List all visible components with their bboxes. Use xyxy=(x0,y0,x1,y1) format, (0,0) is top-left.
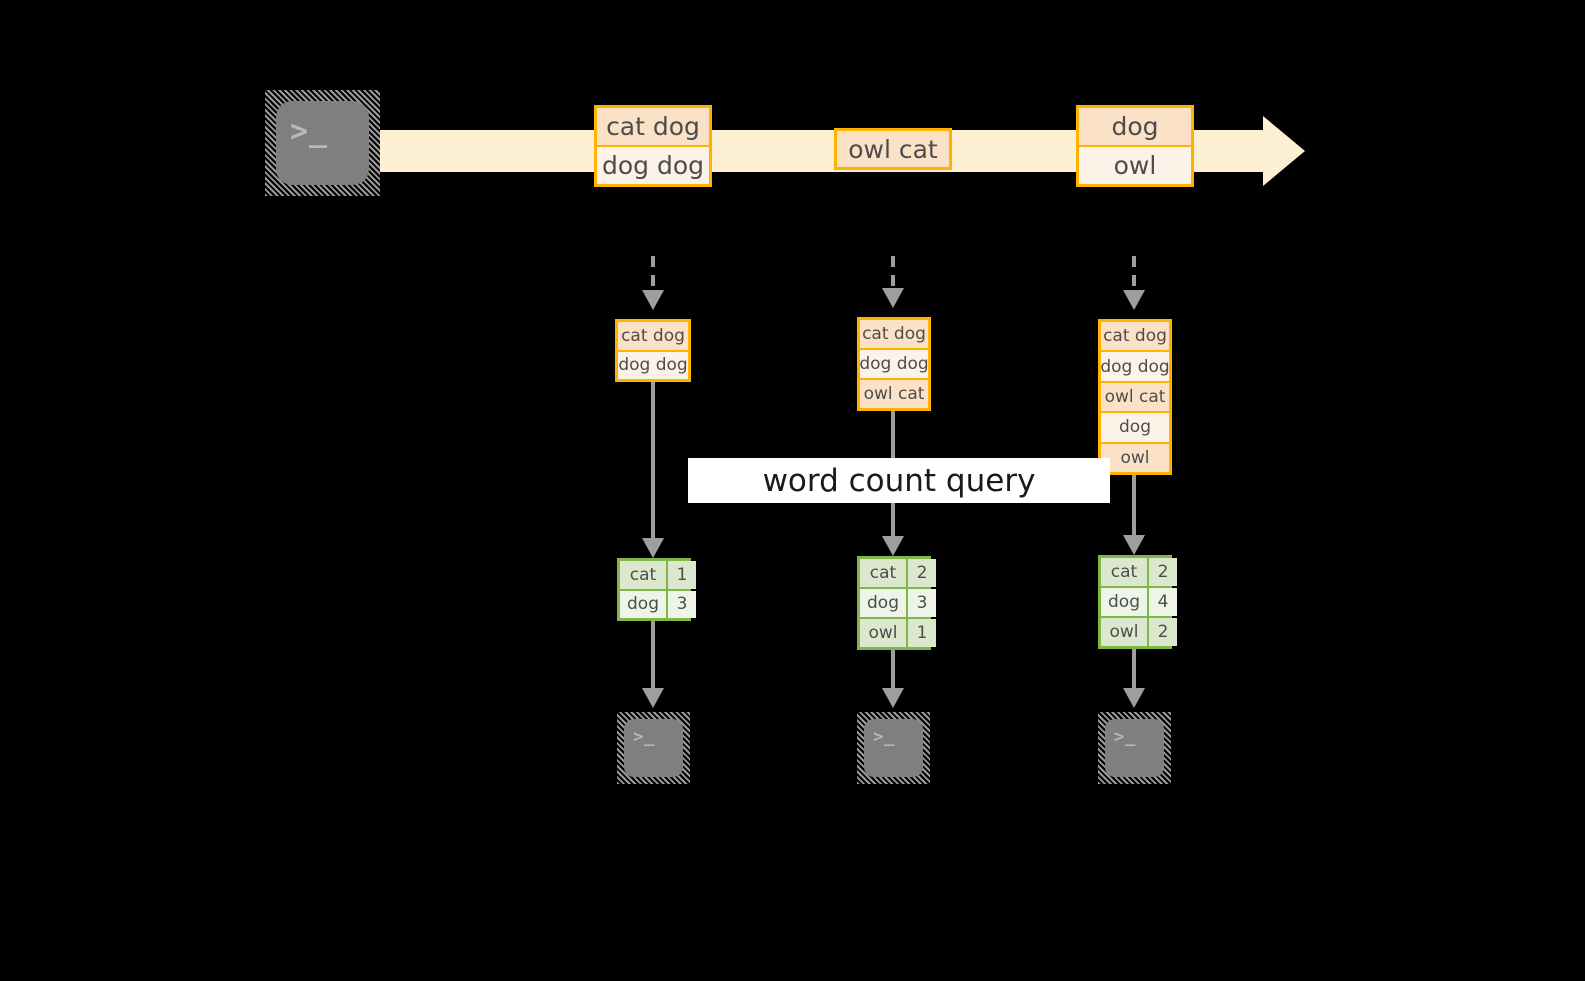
table-row: dog 4 xyxy=(1101,588,1177,616)
sink-flow-arrowhead-3 xyxy=(1123,688,1145,708)
record-line: dog dog xyxy=(859,350,929,378)
sink-flow-line-3 xyxy=(1132,649,1136,690)
stream-tap-arrowhead-3 xyxy=(1123,290,1145,310)
table-row: owl 1 xyxy=(860,619,936,647)
terminal-screen: >_ xyxy=(1105,719,1164,777)
stream-record-1: cat dog dog dog xyxy=(594,105,712,187)
result-count: 1 xyxy=(908,619,936,647)
record-line: owl cat xyxy=(860,380,928,408)
record-line: cat dog xyxy=(860,320,928,348)
accumulated-records-2: cat dog dog dog owl cat xyxy=(857,317,931,411)
table-row: cat 2 xyxy=(860,559,936,587)
record-line: owl xyxy=(1101,443,1169,473)
record-line: dog dog xyxy=(1100,352,1170,381)
sink-flow-arrowhead-2 xyxy=(882,688,904,708)
record-line: dog xyxy=(1101,413,1169,442)
table-row: cat 1 xyxy=(620,561,696,589)
record-line: cat dog xyxy=(618,322,688,350)
sink-flow-line-1 xyxy=(651,621,655,689)
record-line: dog dog xyxy=(618,351,688,379)
stream-tap-line-3 xyxy=(1132,256,1136,292)
table-row: dog 3 xyxy=(620,590,696,618)
query-label-text: word count query xyxy=(762,462,1036,499)
sink-terminal-icon-2[interactable]: >_ xyxy=(857,712,930,784)
result-count: 3 xyxy=(668,590,696,618)
accumulated-records-3: cat dog dog dog owl cat dog owl xyxy=(1098,319,1172,475)
stream-arrow-head xyxy=(1263,116,1305,186)
stream-tap-line-1 xyxy=(651,256,655,292)
result-count: 2 xyxy=(908,559,936,587)
record-line: owl cat xyxy=(837,131,949,167)
result-table-3: cat 2 dog 4 owl 2 xyxy=(1098,555,1177,649)
terminal-screen: >_ xyxy=(864,719,923,777)
terminal-screen: >_ xyxy=(276,101,369,185)
terminal-prompt-glyph: >_ xyxy=(873,727,896,747)
result-word: cat xyxy=(620,561,666,589)
terminal-prompt-glyph: >_ xyxy=(290,114,329,149)
record-line: owl cat xyxy=(1101,382,1169,412)
stream-tap-line-2 xyxy=(891,256,895,290)
accumulated-records-1: cat dog dog dog xyxy=(615,319,691,382)
query-flow-arrowhead-2 xyxy=(882,536,904,556)
result-word: cat xyxy=(860,559,906,587)
result-table-2: cat 2 dog 3 owl 1 xyxy=(857,556,936,650)
result-word: dog xyxy=(620,590,666,618)
stream-tap-arrowhead-1 xyxy=(642,290,664,310)
query-flow-arrowhead-1 xyxy=(642,538,664,558)
sink-flow-line-2 xyxy=(891,650,895,690)
result-word: cat xyxy=(1101,558,1147,586)
query-label: word count query xyxy=(688,458,1110,503)
record-line: cat dog xyxy=(597,108,709,145)
terminal-prompt-glyph: >_ xyxy=(1114,727,1137,747)
result-word: dog xyxy=(860,589,906,617)
terminal-screen: >_ xyxy=(624,719,683,777)
table-row: cat 2 xyxy=(1101,558,1177,586)
stream-record-2: owl cat xyxy=(834,128,952,170)
table-row: owl 2 xyxy=(1101,618,1177,646)
result-count: 2 xyxy=(1149,618,1177,646)
sink-terminal-icon-3[interactable]: >_ xyxy=(1098,712,1171,784)
sink-flow-arrowhead-1 xyxy=(642,688,664,708)
result-word: owl xyxy=(1101,618,1147,646)
result-word: owl xyxy=(860,619,906,647)
query-flow-line-1 xyxy=(651,382,655,546)
table-row: dog 3 xyxy=(860,589,936,617)
query-flow-arrowhead-3 xyxy=(1123,535,1145,555)
query-flow-line-3 xyxy=(1132,475,1136,543)
record-line: dog dog xyxy=(597,147,709,184)
source-terminal-icon[interactable]: >_ xyxy=(265,90,380,196)
record-line: dog xyxy=(1079,108,1191,145)
result-count: 4 xyxy=(1149,588,1177,616)
result-count: 2 xyxy=(1149,558,1177,586)
stream-record-3: dog owl xyxy=(1076,105,1194,187)
result-count: 3 xyxy=(908,589,936,617)
result-table-1: cat 1 dog 3 xyxy=(617,558,696,621)
terminal-prompt-glyph: >_ xyxy=(633,727,656,747)
result-word: dog xyxy=(1101,588,1147,616)
record-line: cat dog xyxy=(1101,322,1169,351)
sink-terminal-icon-1[interactable]: >_ xyxy=(617,712,690,784)
result-count: 1 xyxy=(668,561,696,589)
stream-tap-arrowhead-2 xyxy=(882,288,904,308)
record-line: owl xyxy=(1079,147,1191,184)
